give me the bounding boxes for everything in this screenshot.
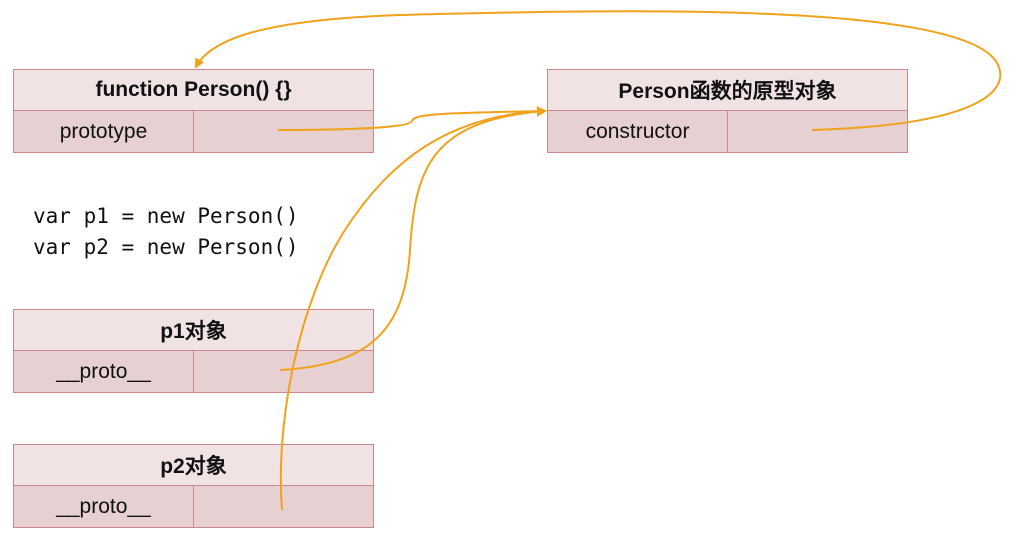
- constructor-value-cell: [728, 111, 907, 152]
- constructor-label: constructor: [548, 111, 728, 152]
- person-function-prototype-row: prototype: [14, 111, 373, 152]
- p2-proto-row: __proto__: [14, 486, 373, 527]
- person-prototype-constructor-row: constructor: [548, 111, 907, 152]
- p1-proto-label: __proto__: [14, 351, 194, 392]
- p1-object-title: p1对象: [14, 310, 373, 351]
- code-line-p1: var p1 = new Person(): [33, 204, 299, 228]
- person-function-title: function Person() {}: [14, 70, 373, 111]
- p1-proto-row: __proto__: [14, 351, 373, 392]
- p2-object-title: p2对象: [14, 445, 373, 486]
- p1-object-box: p1对象 __proto__: [13, 309, 374, 393]
- person-function-box: function Person() {} prototype: [13, 69, 374, 153]
- person-prototype-title: Person函数的原型对象: [548, 70, 907, 111]
- person-prototype-box: Person函数的原型对象 constructor: [547, 69, 908, 153]
- p2-object-box: p2对象 __proto__: [13, 444, 374, 528]
- p1-proto-value-cell: [194, 351, 373, 392]
- p2-proto-value-cell: [194, 486, 373, 527]
- p2-proto-label: __proto__: [14, 486, 194, 527]
- code-snippet: var p1 = new Person() var p2 = new Perso…: [33, 201, 299, 263]
- prototype-value-cell: [194, 111, 373, 152]
- prototype-label: prototype: [14, 111, 194, 152]
- code-line-p2: var p2 = new Person(): [33, 235, 299, 259]
